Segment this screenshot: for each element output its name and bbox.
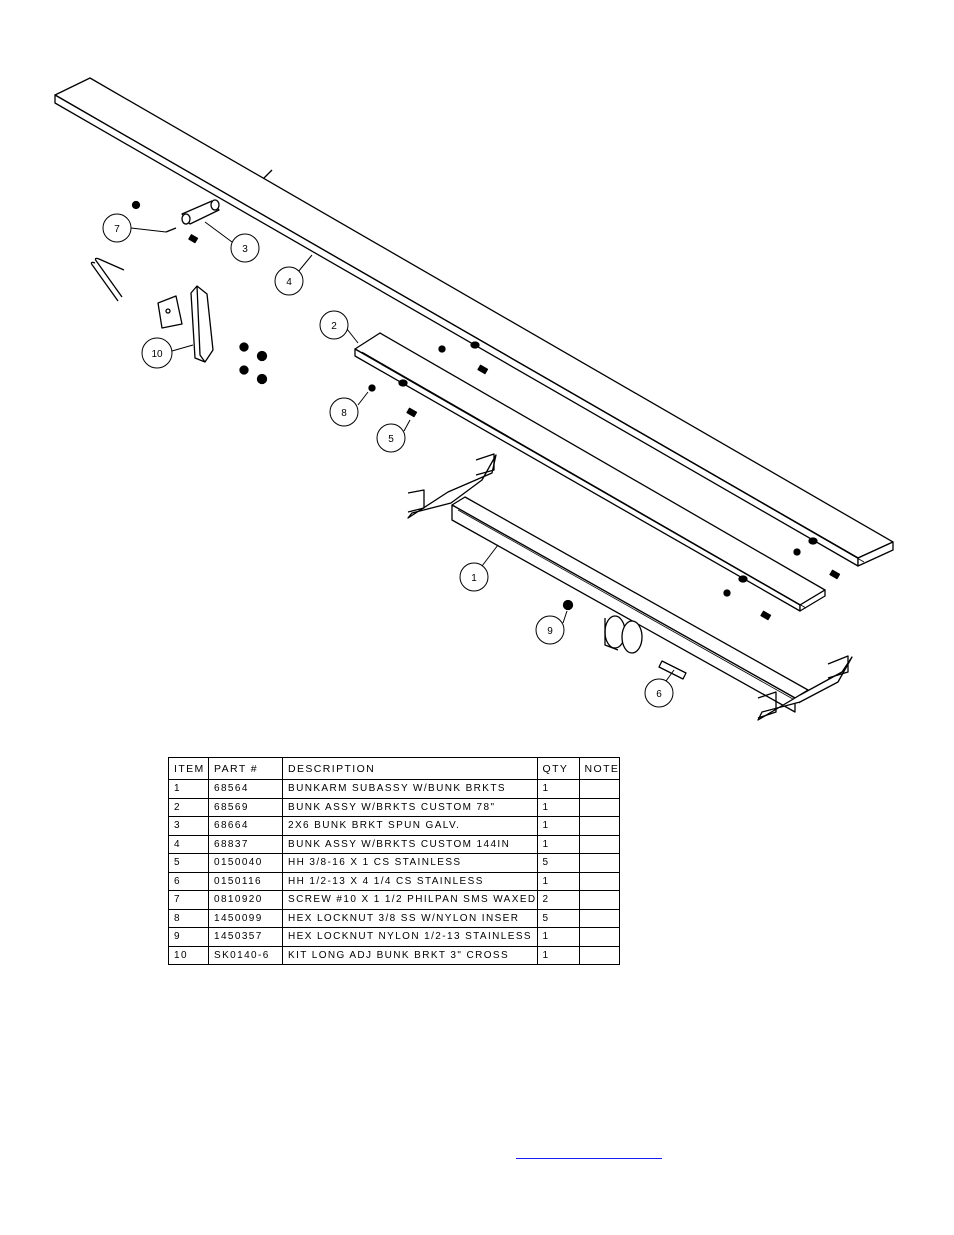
cell-item: 3: [168, 816, 209, 836]
cell-part: 0150040: [208, 853, 283, 873]
cell-description: 2X6 BUNK BRKT SPUN GALV.: [282, 816, 538, 836]
callout-9: [535, 615, 565, 645]
callout-6-label: 6: [656, 689, 662, 700]
cell-description: HEX LOCKNUT 3/8 SS W/NYLON INSER: [282, 908, 538, 928]
cell-item: 6: [168, 871, 209, 891]
leader-lines: [130, 221, 675, 682]
cell-note: [578, 927, 621, 947]
exploded-assembly-drawing: 7 3 4 2 10 8 5 1 9 6: [54, 77, 894, 721]
cell-qty: 1: [536, 779, 580, 799]
short-bunk-board: [354, 332, 826, 612]
bunk-bracket: [181, 199, 220, 225]
cell-note: [578, 945, 621, 965]
cell-note: [578, 816, 621, 836]
cell-note: [578, 871, 621, 891]
footer-link[interactable]: [516, 1158, 662, 1159]
cell-description: HEX LOCKNUT NYLON 1/2-13 STAINLESS: [282, 927, 538, 947]
cell-part: 0150116: [208, 871, 283, 891]
cell-note: [578, 853, 621, 873]
cell-note: [578, 779, 621, 799]
column-header-part-number: PART #: [208, 757, 283, 780]
column-header-note: NOTE: [578, 757, 621, 780]
cell-qty: 5: [536, 853, 580, 873]
callout-3-label: 3: [242, 244, 248, 255]
cell-note: [578, 797, 621, 817]
cell-item: 7: [168, 890, 209, 910]
cell-item: 1: [168, 779, 209, 799]
cell-part: 0810920: [208, 890, 283, 910]
callout-4-label: 4: [286, 277, 292, 288]
cell-part: 68569: [208, 797, 283, 817]
adjustable-bunk-bracket-kit: [90, 257, 214, 363]
table-header-row: ITEM PART # DESCRIPTION QTY NOTE: [168, 757, 621, 780]
cell-qty: 1: [536, 797, 580, 817]
cell-item: 9: [168, 927, 209, 947]
column-header-item: ITEM: [168, 757, 209, 780]
callout-5-label: 5: [388, 434, 394, 445]
cell-description: BUNK ASSY W/BRKTS CUSTOM 78": [282, 797, 538, 817]
cell-description: BUNK ASSY W/BRKTS CUSTOM 144IN: [282, 834, 538, 854]
cell-description: BUNKARM SUBASSY W/BUNK BRKTS: [282, 779, 538, 799]
cell-part: 68837: [208, 834, 283, 854]
cell-item: 2: [168, 797, 209, 817]
bunk-arm-subassembly: [407, 453, 853, 721]
callout-2-label: 2: [331, 321, 337, 332]
callout-3: [230, 233, 260, 263]
cell-description: KIT LONG ADJ BUNK BRKT 3" CROSS: [282, 945, 538, 965]
cell-note: [578, 908, 621, 928]
cell-part: SK0140-6: [208, 945, 283, 965]
long-bunk-board: [54, 77, 894, 567]
callout-1: [459, 562, 489, 592]
cell-note: [578, 834, 621, 854]
callout-7-label: 7: [114, 224, 120, 235]
callout-8: [329, 397, 359, 427]
cell-part: 1450357: [208, 927, 283, 947]
cell-description: HH 1/2-13 X 4 1/4 CS STAINLESS: [282, 871, 538, 891]
cell-description: HH 3/8-16 X 1 CS STAINLESS: [282, 853, 538, 873]
callout-1-label: 1: [471, 573, 477, 584]
callout-7: [102, 213, 132, 243]
long-bolt: [658, 660, 687, 680]
cell-item: 4: [168, 834, 209, 854]
callout-balloons: [102, 213, 674, 708]
cell-part: 1450099: [208, 908, 283, 928]
cell-qty: 1: [536, 871, 580, 891]
cell-qty: 1: [536, 945, 580, 965]
callout-9-label: 9: [547, 626, 553, 637]
cell-item: 5: [168, 853, 209, 873]
cell-item: 10: [168, 945, 209, 965]
callout-2: [319, 310, 349, 340]
cell-description: SCREW #10 X 1 1/2 PHILPAN SMS WAXED: [282, 890, 538, 910]
callout-8-label: 8: [341, 408, 347, 419]
callout-5: [376, 423, 406, 453]
cell-part: 68564: [208, 779, 283, 799]
cell-part: 68664: [208, 816, 283, 836]
column-header-qty: QTY: [536, 757, 580, 780]
column-header-description: DESCRIPTION: [282, 757, 538, 780]
fasteners: [131, 169, 841, 621]
callout-10-label: 10: [151, 349, 163, 360]
cell-item: 8: [168, 908, 209, 928]
cell-qty: 2: [536, 890, 580, 910]
cell-qty: 1: [536, 834, 580, 854]
cell-qty: 5: [536, 908, 580, 928]
callout-10: [141, 337, 173, 369]
cell-qty: 1: [536, 927, 580, 947]
callout-4: [274, 266, 304, 296]
cell-note: [578, 890, 621, 910]
cell-qty: 1: [536, 816, 580, 836]
callout-6: [644, 678, 674, 708]
